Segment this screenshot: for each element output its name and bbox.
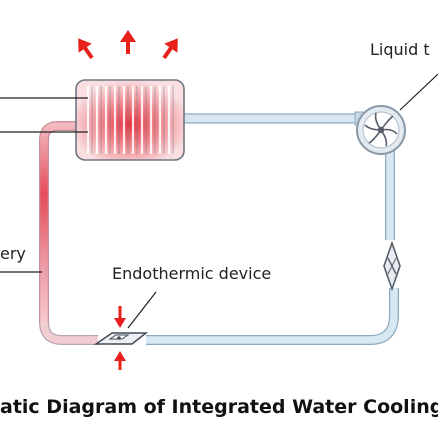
heat-arrow-icon — [78, 38, 94, 60]
pipe-bottom-left — [39, 321, 98, 345]
endothermic-plate-icon — [93, 306, 149, 370]
heat-arrow-icon — [162, 38, 178, 60]
centrifugal-pump-icon — [354, 105, 406, 155]
radiator — [75, 79, 185, 161]
leader-line-pump — [399, 73, 438, 111]
heat-arrows — [78, 30, 178, 60]
diagram-caption: atic Diagram of Integrated Water Cooling — [0, 396, 438, 418]
label-battery: ery — [0, 244, 26, 263]
label-endothermic-device: Endothermic device — [112, 264, 272, 283]
leader-lines-left — [0, 97, 88, 133]
throttle-valve-icon — [383, 240, 401, 292]
label-liquid-pump: Liquid t — [370, 40, 430, 59]
heat-in-arrow-top-icon — [114, 306, 126, 328]
leader-line-endothermic — [127, 291, 157, 329]
pipe-right — [146, 150, 399, 345]
heat-in-arrow-bottom-icon — [114, 351, 126, 370]
pipe-left-hot — [39, 121, 78, 322]
pipe-top — [183, 113, 361, 124]
heat-arrow-icon — [120, 30, 136, 54]
